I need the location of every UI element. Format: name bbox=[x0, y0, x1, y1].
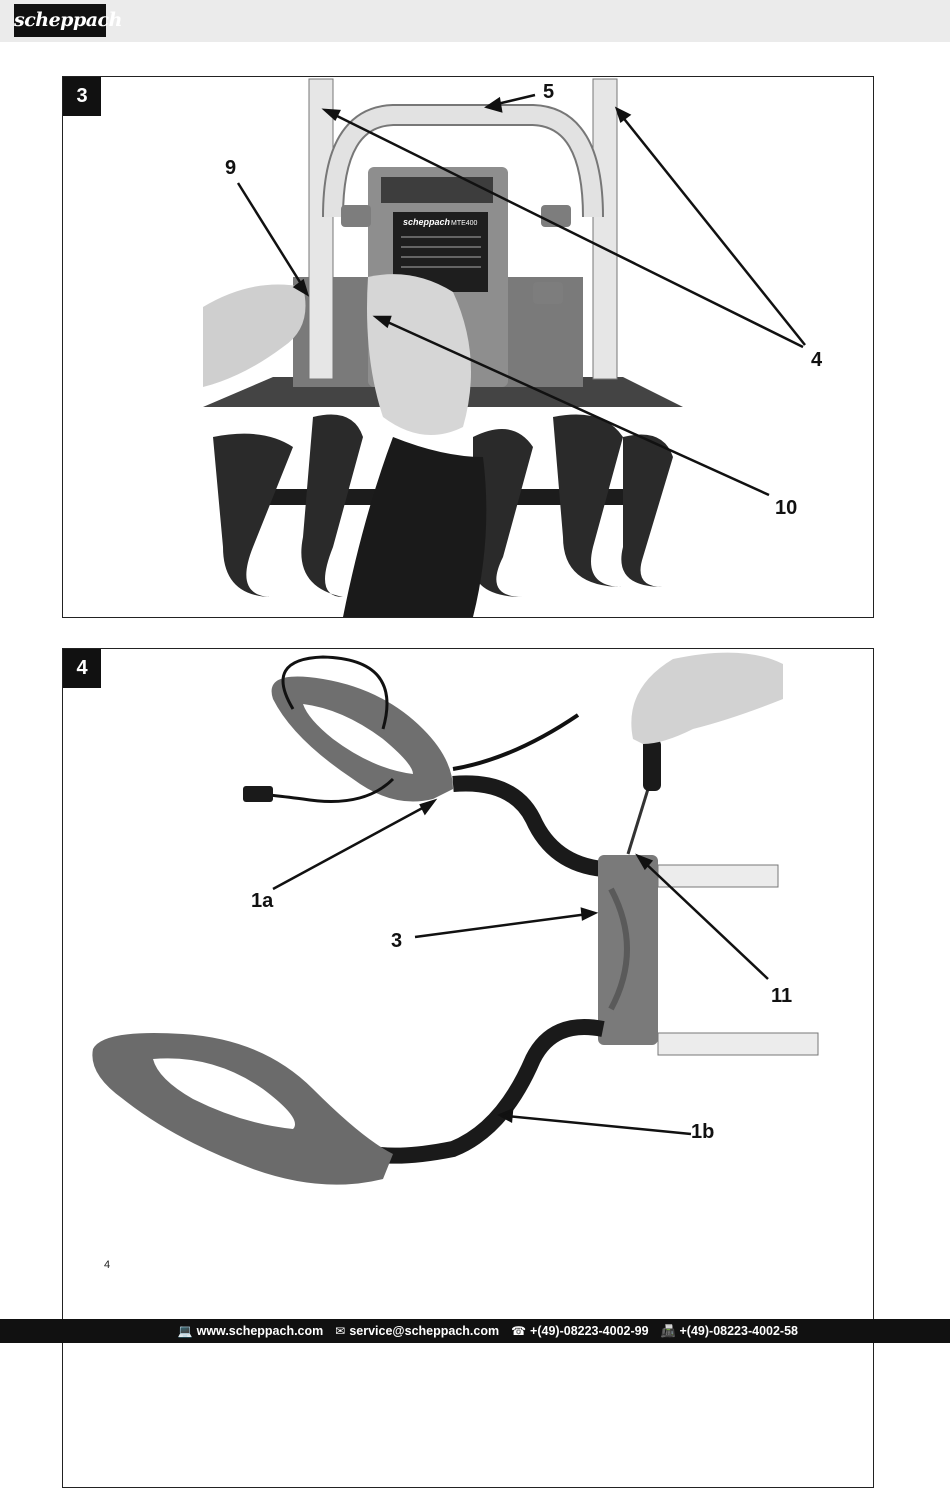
fax-number: +(49)-08223-4002-58 bbox=[679, 1324, 799, 1338]
tiller-front-illustration: scheppach MTE400 bbox=[203, 78, 806, 617]
footer-phone: ☎ +(49)-08223-4002-99 bbox=[511, 1324, 648, 1338]
callout-10: 10 bbox=[775, 497, 798, 519]
figure-4: 4 bbox=[62, 648, 874, 1488]
footer-website[interactable]: 💻 www.scheppach.com bbox=[178, 1324, 324, 1338]
footer-email[interactable]: ✉ service@scheppach.com bbox=[335, 1324, 499, 1338]
mail-icon: ✉ bbox=[335, 1324, 346, 1338]
computer-icon: 💻 bbox=[177, 1324, 193, 1338]
callout-9: 9 bbox=[225, 157, 237, 179]
website-link[interactable]: www.scheppach.com bbox=[196, 1324, 324, 1338]
email-link[interactable]: service@scheppach.com bbox=[349, 1324, 500, 1338]
header-bar: scheppach bbox=[0, 0, 950, 42]
figure-number: 3 bbox=[63, 77, 101, 116]
plate-model: MTE400 bbox=[451, 220, 478, 227]
phone-number: +(49)-08223-4002-99 bbox=[530, 1324, 649, 1338]
callout-4: 4 bbox=[811, 349, 823, 371]
footer-bar: 💻 www.scheppach.com ✉ service@scheppach.… bbox=[0, 1319, 950, 1343]
callout-5: 5 bbox=[543, 81, 555, 103]
callout-3: 3 bbox=[391, 930, 403, 952]
callout-1a: 1a bbox=[251, 890, 274, 912]
footer-fax: 📠 +(49)-08223-4002-58 bbox=[661, 1324, 798, 1338]
figure-number: 4 bbox=[63, 649, 101, 688]
handle-assembly-illustration bbox=[92, 652, 819, 1185]
callout-11: 11 bbox=[771, 985, 793, 1007]
callout-1b: 1b bbox=[691, 1121, 715, 1143]
plate-brand: scheppach bbox=[403, 217, 451, 227]
brand-logo: scheppach bbox=[14, 4, 122, 37]
page-number: 4 bbox=[104, 1259, 111, 1271]
figure-3: 3 scheppach MTE400 bbox=[62, 76, 874, 618]
phone-icon: ☎ bbox=[511, 1324, 527, 1338]
fax-icon: 📠 bbox=[660, 1324, 676, 1338]
